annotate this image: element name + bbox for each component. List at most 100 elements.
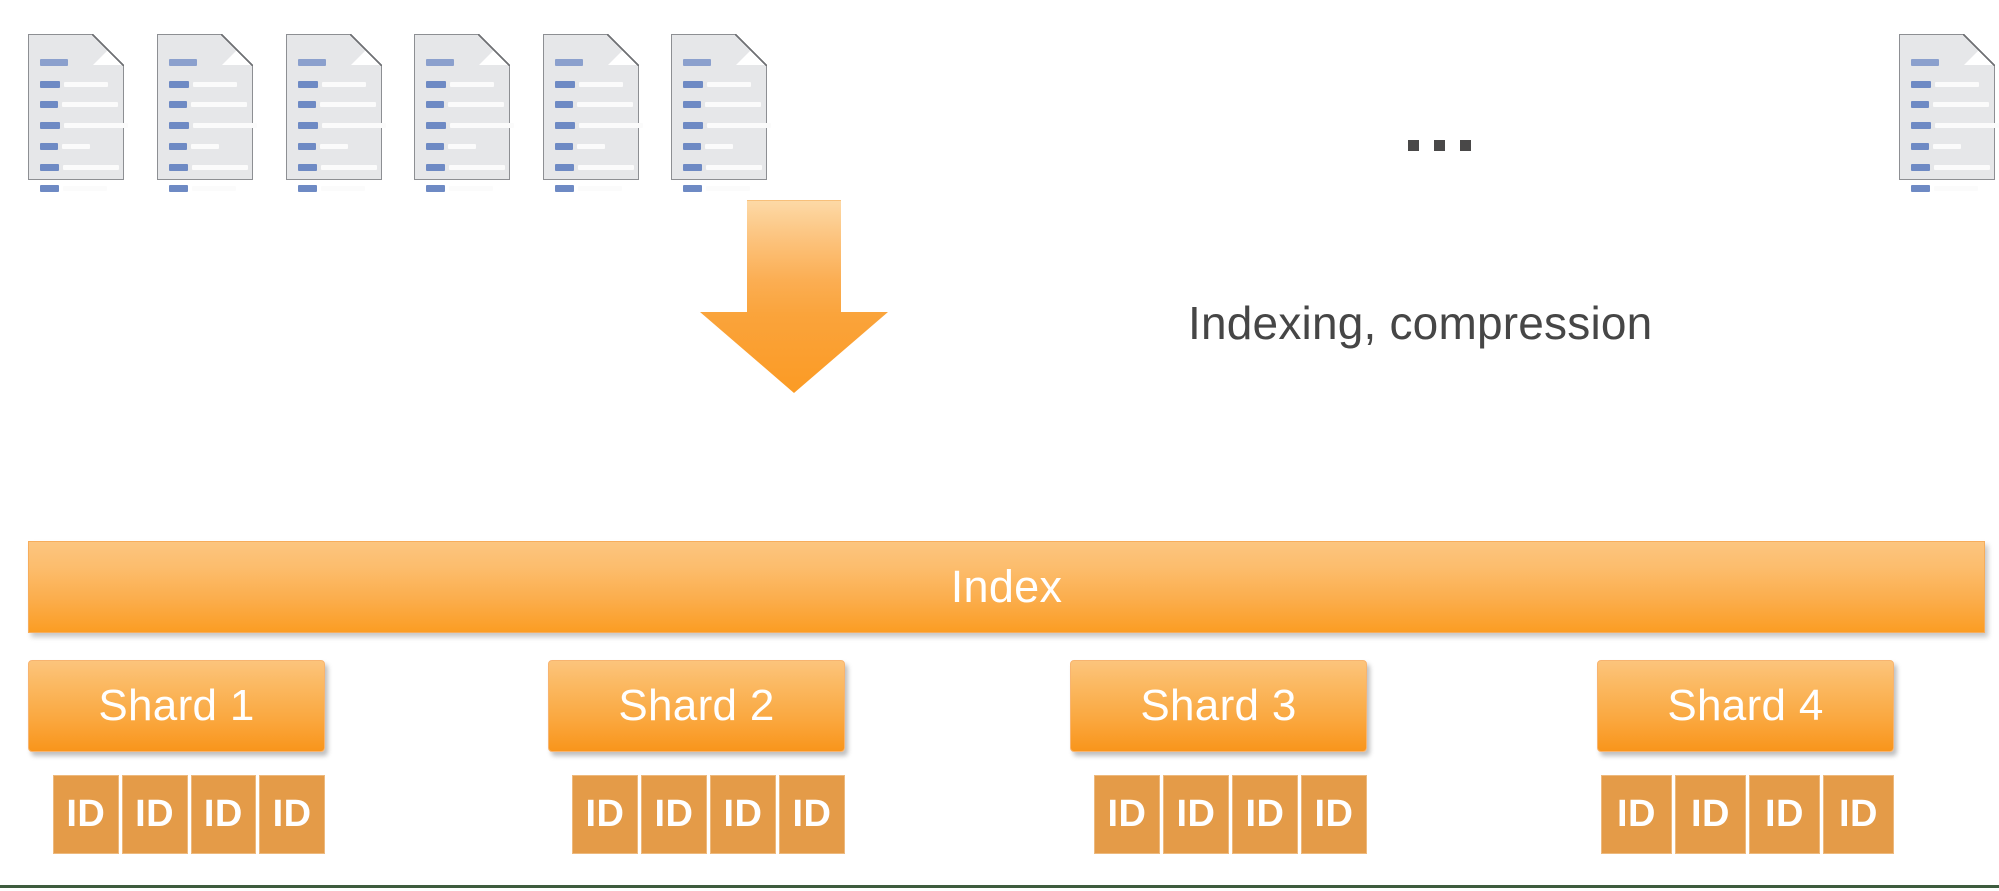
shard-group: Shard 4 ID ID ID ID <box>1597 660 1894 854</box>
shard-id-cell[interactable]: ID <box>641 775 707 854</box>
document-line-bullet <box>683 143 701 150</box>
shard-group: Shard 1 ID ID ID ID <box>28 660 325 854</box>
shard-id-label: ID <box>1765 793 1804 835</box>
document-title-bar <box>169 59 197 66</box>
document-page-icon <box>28 34 128 192</box>
shard-id-cell[interactable]: ID <box>121 775 188 854</box>
shard-id-label: ID <box>135 793 175 835</box>
shard-id-cell[interactable]: ID <box>1301 775 1367 854</box>
ellipsis-indicator <box>1408 140 1471 151</box>
document-fold-edge <box>735 34 767 66</box>
document-line-text <box>579 82 623 87</box>
document-line-text <box>322 82 366 87</box>
document-line-text <box>62 144 90 149</box>
shard-id-cell[interactable]: ID <box>779 775 845 854</box>
document-line-bullet <box>426 143 444 150</box>
document-line-text <box>706 186 750 191</box>
shard-id-cell[interactable]: ID <box>572 775 638 854</box>
shard-id-label: ID <box>1107 793 1147 835</box>
document-line-text <box>707 123 771 128</box>
shard-id-label: ID <box>723 793 763 835</box>
document-line-text <box>193 82 237 87</box>
document-line-bullet <box>555 143 573 150</box>
shard-box[interactable]: Shard 1 <box>28 660 325 752</box>
arrow-shaft <box>747 200 841 314</box>
document-title-bar <box>1911 59 1939 66</box>
document-line-text <box>579 123 643 128</box>
document-title-bar <box>555 59 583 66</box>
document-line-bullet <box>1911 122 1931 129</box>
document-line-bullet <box>40 81 60 88</box>
bottom-divider <box>0 885 1999 888</box>
document-line-text <box>1933 144 1961 149</box>
document-line-bullet <box>426 164 445 171</box>
document-title-bar <box>40 59 68 66</box>
shard-box[interactable]: Shard 4 <box>1597 660 1894 752</box>
shard-id-label: ID <box>203 793 243 835</box>
shard-id-label: ID <box>1314 793 1354 835</box>
document-line-text <box>191 102 247 107</box>
document-line-text <box>1934 186 1978 191</box>
shard-label: Shard 3 <box>1140 681 1297 730</box>
shard-id-cell[interactable]: ID <box>53 775 119 854</box>
document-line-bullet <box>298 81 318 88</box>
ellipsis-dot <box>1408 140 1419 151</box>
document-line-bullet <box>40 185 59 192</box>
document-title-bar <box>426 59 454 66</box>
shard-box[interactable]: Shard 2 <box>548 660 845 752</box>
ellipsis-dot <box>1434 140 1445 151</box>
document-line-text <box>578 165 634 170</box>
document-line-bullet <box>683 122 703 129</box>
document-line-text <box>705 102 761 107</box>
document-line-bullet <box>298 164 317 171</box>
document-title-bar <box>683 59 711 66</box>
document-fold-edge <box>1963 34 1995 66</box>
document-line-bullet <box>169 143 187 150</box>
shard-id-cell[interactable]: ID <box>1094 775 1160 854</box>
document-line-bullet <box>426 185 445 192</box>
document-line-bullet <box>555 122 575 129</box>
document-line-text <box>450 123 514 128</box>
document-line-text <box>192 165 248 170</box>
shard-id-cell[interactable]: ID <box>1232 775 1298 854</box>
shard-id-label: ID <box>792 793 832 835</box>
shard-id-label: ID <box>1691 793 1730 835</box>
shard-id-cell[interactable]: ID <box>259 775 325 854</box>
shard-id-cell[interactable]: ID <box>710 775 776 854</box>
shard-id-cell[interactable]: ID <box>1675 775 1746 854</box>
document-line-bullet <box>683 81 703 88</box>
document-line-text <box>191 144 219 149</box>
document-line-text <box>320 102 376 107</box>
shard-box[interactable]: Shard 3 <box>1070 660 1367 752</box>
shard-id-cell[interactable]: ID <box>1601 775 1672 854</box>
document-line-bullet <box>298 101 316 108</box>
document-line-text <box>62 102 118 107</box>
document-line-bullet <box>169 164 188 171</box>
document-page-icon <box>671 34 771 192</box>
shard-id-label: ID <box>1839 793 1878 835</box>
document-line-bullet <box>169 81 189 88</box>
document-line-bullet <box>1911 81 1931 88</box>
shard-label: Shard 2 <box>618 681 775 730</box>
shard-id-cell[interactable]: ID <box>1823 775 1894 854</box>
document-line-bullet <box>555 81 575 88</box>
shard-id-cell[interactable]: ID <box>190 775 257 854</box>
document-line-bullet <box>555 185 574 192</box>
document-line-bullet <box>426 81 446 88</box>
document-line-bullet <box>683 164 702 171</box>
shard-id-cell[interactable]: ID <box>1163 775 1229 854</box>
document-line-text <box>577 144 605 149</box>
document-line-text <box>63 186 107 191</box>
shard-id-label: ID <box>66 793 106 835</box>
shard-id-cell[interactable]: ID <box>1749 775 1820 854</box>
document-line-text <box>448 144 476 149</box>
document-line-text <box>321 165 377 170</box>
document-line-text <box>448 102 504 107</box>
document-line-bullet <box>40 101 58 108</box>
index-bar[interactable]: Index <box>28 541 1985 633</box>
